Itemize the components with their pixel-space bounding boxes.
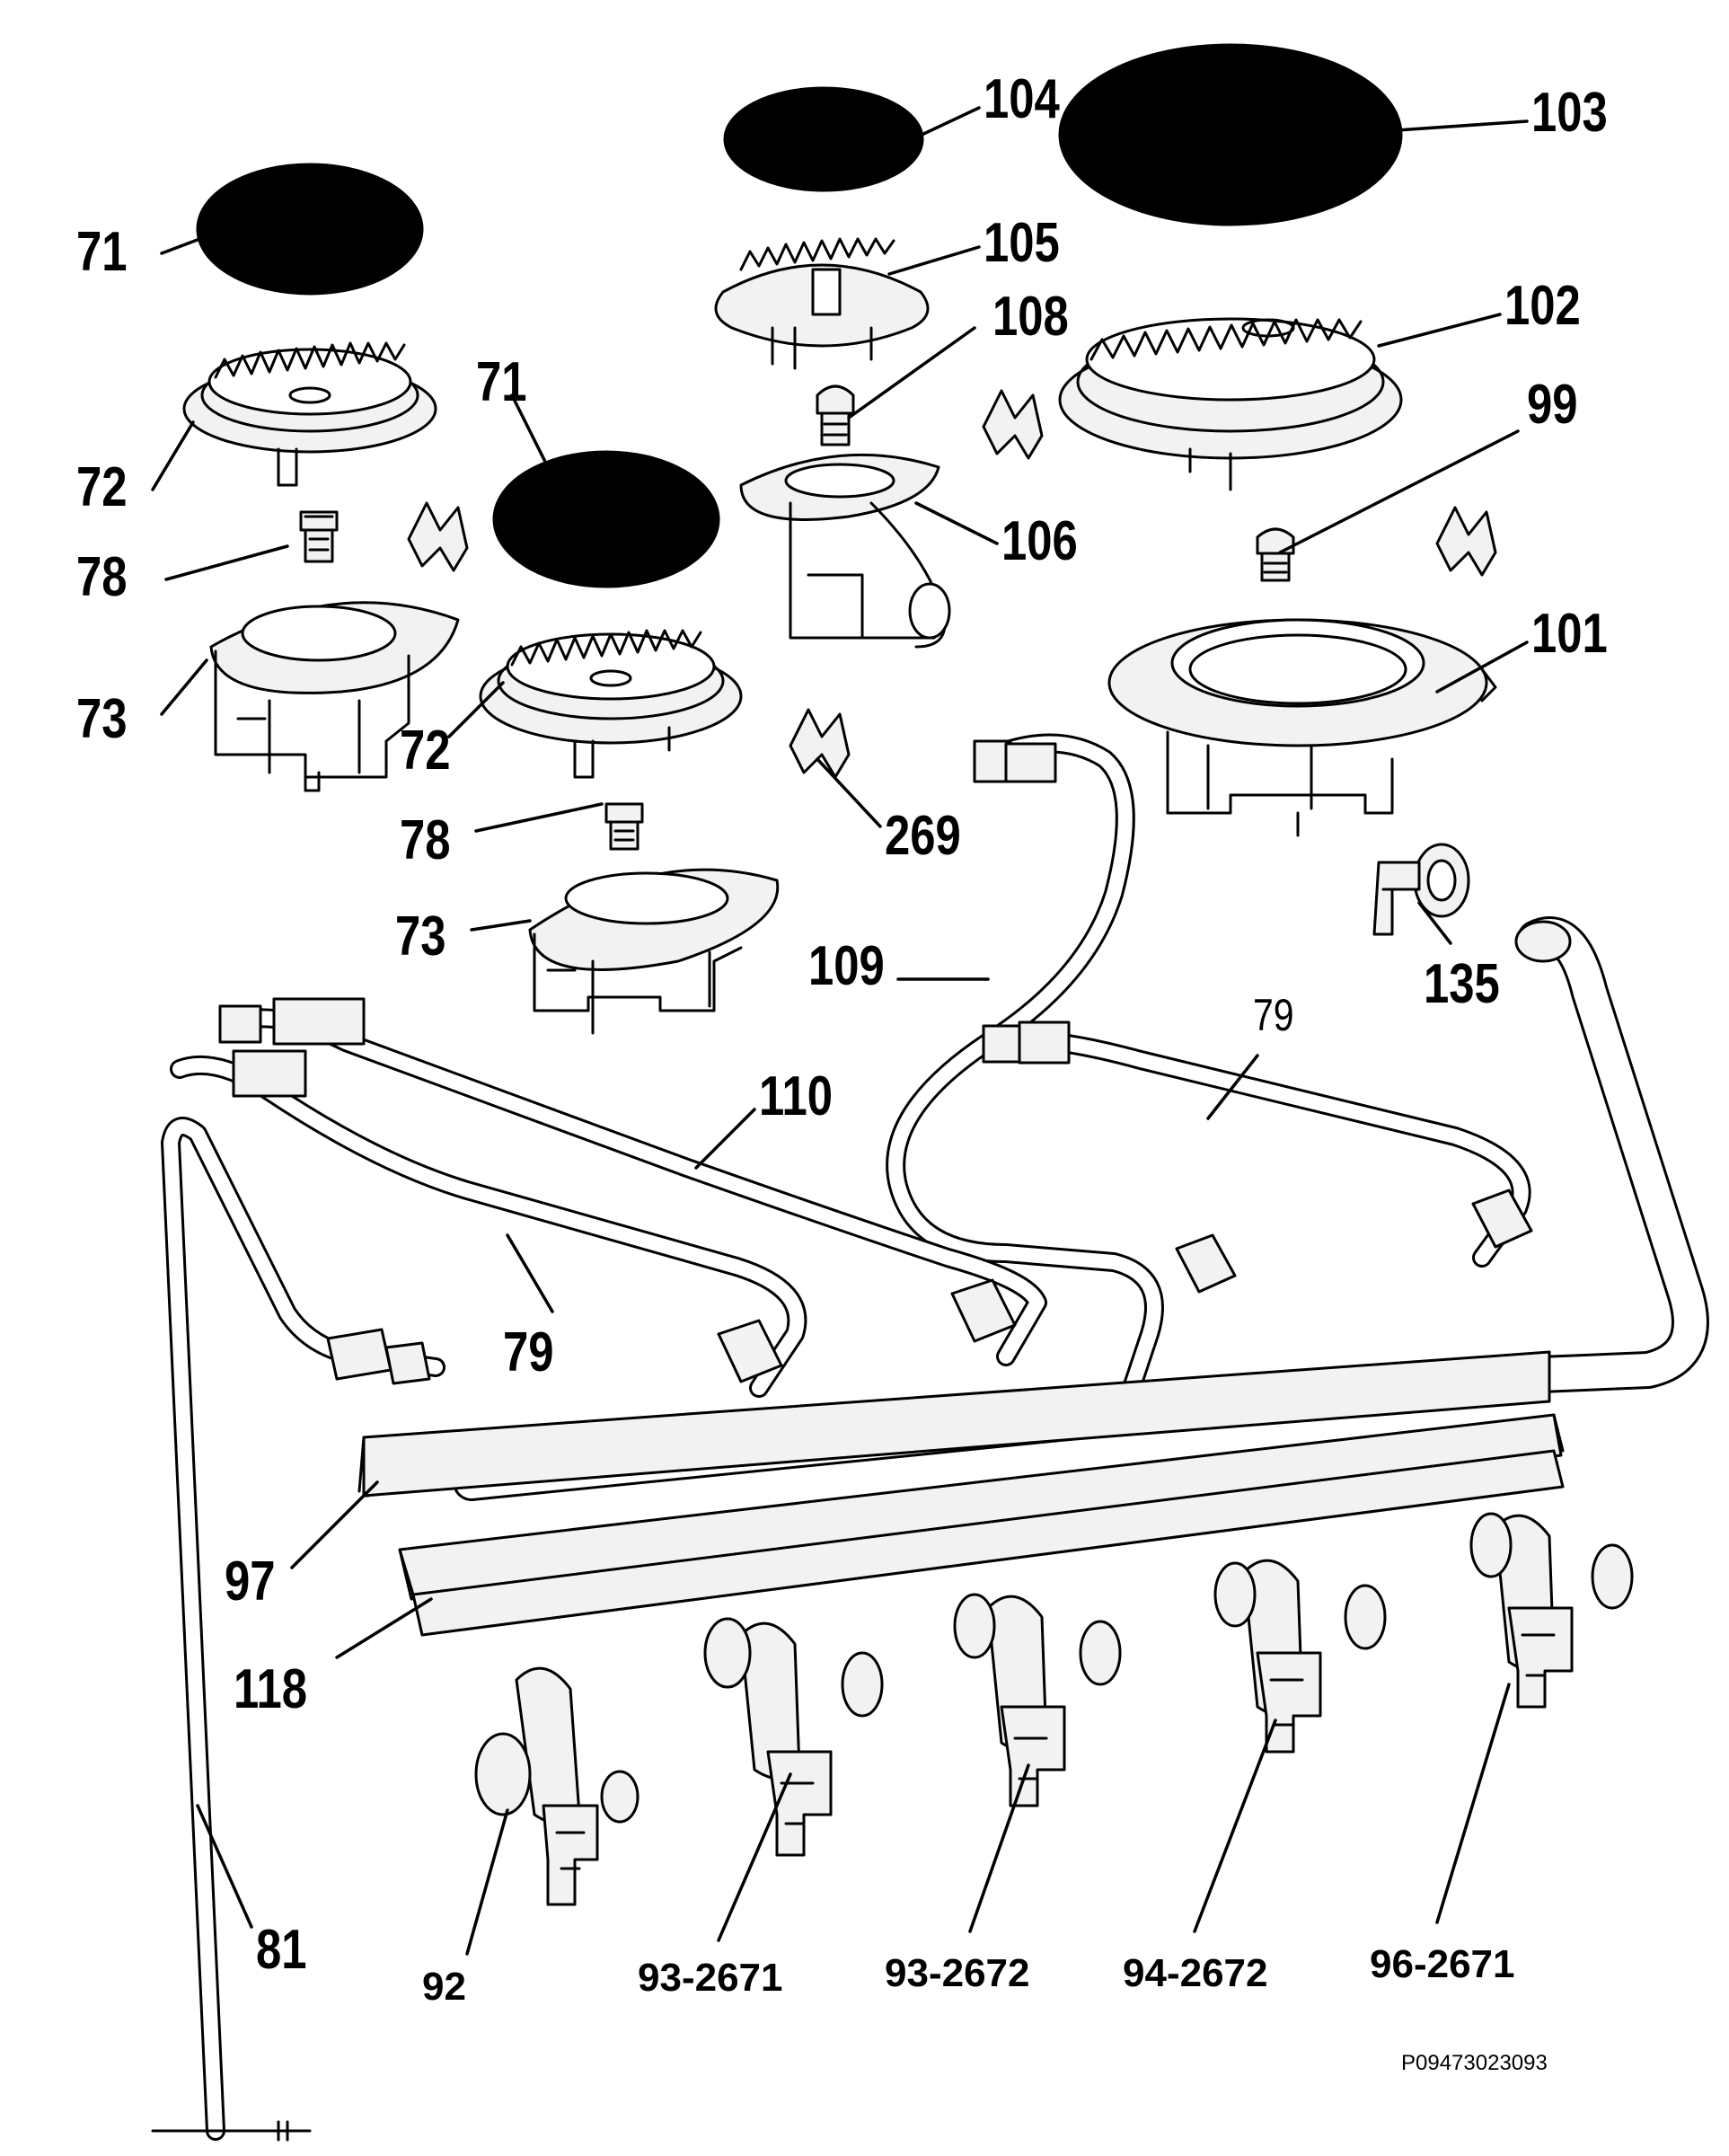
gas-pipe-110 — [218, 997, 1047, 1366]
burner-cap-71-middle — [492, 450, 720, 588]
label-269: 269 — [885, 805, 961, 867]
gas-valve-96-2671 — [1469, 1512, 1634, 1709]
label-97: 97 — [225, 1551, 276, 1613]
label-101: 101 — [1531, 603, 1608, 665]
injector-99 — [1256, 527, 1295, 582]
label-103: 103 — [1531, 82, 1608, 144]
burner-cap-104 — [723, 86, 924, 192]
gas-valve-92 — [474, 1666, 640, 1906]
label-108: 108 — [992, 286, 1069, 348]
label-109: 109 — [808, 935, 885, 997]
label-71-left: 71 — [76, 221, 128, 283]
spring-clip-right — [1435, 506, 1497, 577]
label-78-middle: 78 — [400, 809, 451, 871]
label-78-left: 78 — [76, 546, 128, 608]
label-72-middle: 72 — [400, 720, 451, 782]
burner-cap-103 — [1058, 43, 1403, 226]
label-96-2671: 96-2671 — [1370, 1942, 1515, 1986]
label-105: 105 — [984, 212, 1060, 274]
burner-body-73-left — [209, 601, 460, 792]
spring-clip-top — [982, 389, 1044, 460]
thermocouple-135 — [1372, 843, 1470, 936]
gas-pipe-81 — [151, 1117, 445, 2142]
label-93-2672: 93-2672 — [885, 1951, 1030, 1995]
gas-valve-93-2671 — [703, 1617, 884, 1857]
gas-valve-93-2672 — [953, 1593, 1122, 1807]
flame-spreader-72-middle — [479, 629, 743, 779]
spring-clip-left — [407, 501, 469, 572]
gas-pipe-79-left — [170, 1049, 807, 1398]
label-135: 135 — [1424, 953, 1500, 1015]
gas-pipe-79-right — [982, 1021, 1533, 1268]
label-104: 104 — [984, 68, 1060, 130]
flame-spreader-105 — [714, 237, 930, 370]
reference-code: P09473023093 — [1401, 2051, 1548, 2075]
label-79-right: 79 — [1253, 990, 1294, 1040]
injector-78-left — [299, 510, 339, 563]
label-72-left: 72 — [76, 456, 128, 518]
leader-lines — [151, 106, 1529, 1956]
label-81: 81 — [256, 1919, 307, 1981]
label-92: 92 — [422, 1965, 466, 2009]
label-93-2671: 93-2671 — [638, 1956, 783, 2000]
gas-pipe-main — [453, 916, 1709, 1501]
injector-78-middle — [604, 802, 644, 851]
burner-body-106 — [739, 453, 951, 649]
label-106: 106 — [1001, 510, 1078, 572]
gas-valve-94-2672 — [1213, 1559, 1387, 1754]
label-118: 118 — [234, 1658, 308, 1720]
label-102: 102 — [1504, 275, 1581, 337]
injector-108 — [816, 384, 855, 446]
gas-manifold-118 — [398, 1413, 1565, 1637]
spring-clip-269 — [789, 708, 851, 779]
burner-body-101 — [1107, 618, 1497, 837]
label-79-left: 79 — [503, 1321, 554, 1383]
label-99: 99 — [1527, 374, 1578, 436]
label-73-middle: 73 — [395, 906, 446, 968]
flame-spreader-72-left — [182, 341, 437, 487]
label-73-left: 73 — [76, 688, 128, 750]
burner-body-73-middle — [528, 868, 780, 1035]
label-71-middle: 71 — [476, 351, 527, 413]
label-110: 110 — [759, 1065, 834, 1127]
burner-cap-71-left — [196, 163, 424, 296]
flame-spreader-102 — [1058, 317, 1403, 491]
label-94-2672: 94-2672 — [1123, 1951, 1268, 1995]
